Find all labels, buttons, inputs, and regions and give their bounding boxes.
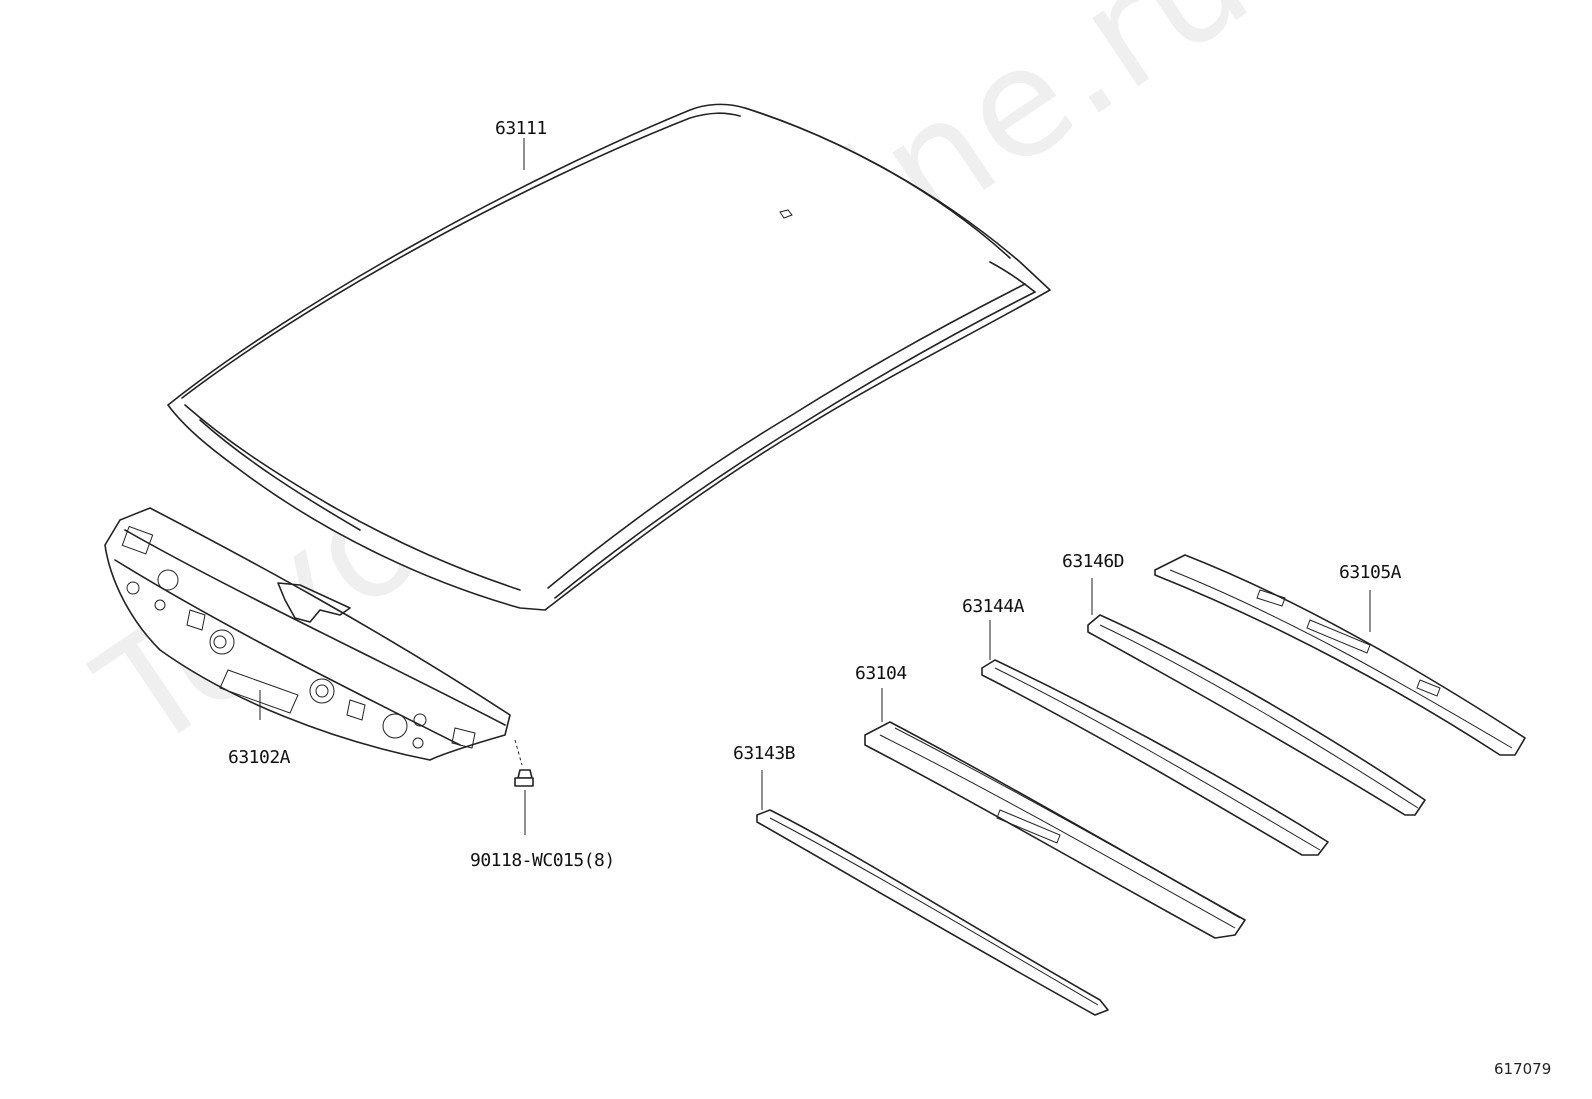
label-bow-63144a: 63144A <box>962 596 1025 617</box>
front-header-drawing[interactable] <box>104 507 534 835</box>
bow-63143b-drawing[interactable] <box>756 770 1109 1016</box>
rear-header-drawing[interactable] <box>1154 554 1526 756</box>
label-bow-63104: 63104 <box>855 663 907 684</box>
figure-id: 617079 <box>1494 1060 1552 1078</box>
label-roof-panel: 63111 <box>495 118 547 139</box>
label-bolt: 90118-WC015(8) <box>470 850 615 871</box>
bow-63144a-drawing[interactable] <box>981 620 1329 856</box>
label-rear-header: 63105A <box>1339 562 1402 583</box>
label-bow-63146d: 63146D <box>1062 551 1125 572</box>
bow-63146d-drawing[interactable] <box>1087 578 1426 816</box>
label-bow-63143b: 63143B <box>733 743 796 764</box>
roof-panel-drawing[interactable] <box>167 103 1051 611</box>
bow-63104-drawing[interactable] <box>864 688 1246 939</box>
label-front-header: 63102A <box>228 747 291 768</box>
